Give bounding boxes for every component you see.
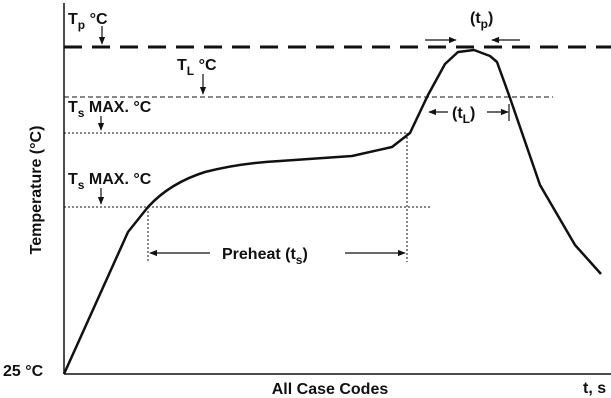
tp-label: Tp °C: [68, 11, 108, 32]
x-axis-label: All Case Codes: [272, 381, 389, 398]
ts-max-upper-label: Ts MAX. °C: [68, 99, 152, 120]
temperature-profile-curve: [62, 48, 602, 375]
y-axis-label: Temperature (°C): [28, 126, 45, 255]
ts-max-lower-label: Ts MAX. °C: [68, 171, 152, 192]
start-temp-label: 25 °C: [3, 363, 44, 380]
time-axis-label: t, s: [583, 380, 606, 397]
tl-window-label: (tL): [452, 105, 475, 126]
tp-window-label: (tp): [470, 10, 493, 31]
preheat-label: Preheat (ts): [222, 246, 308, 267]
tl-label: TL °C: [177, 57, 217, 78]
